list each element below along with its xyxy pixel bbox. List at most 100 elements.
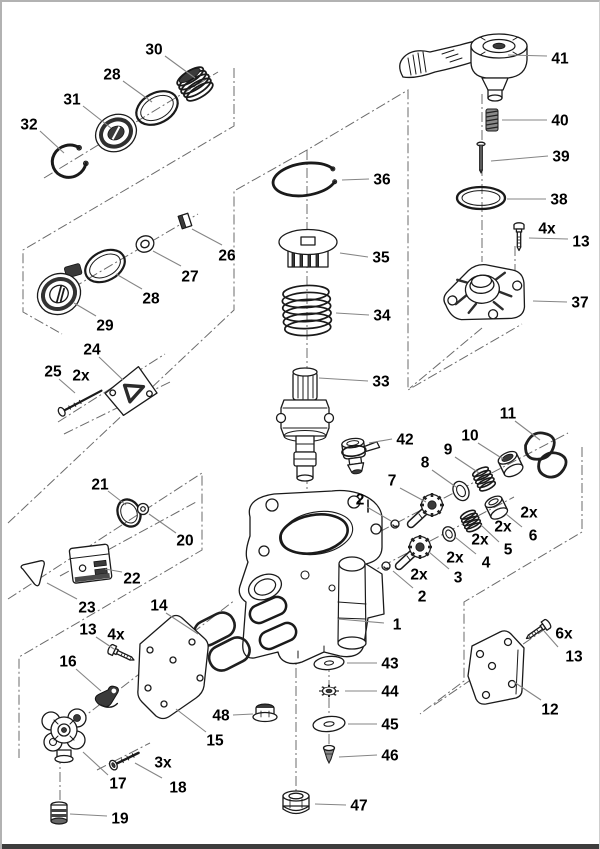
callout-37: 37 — [571, 295, 588, 312]
qty-label-2x-for-4: 2x — [471, 532, 489, 549]
callout-16: 16 — [59, 654, 77, 671]
callout-36: 36 — [373, 172, 391, 189]
part-39-screw-thin — [476, 141, 486, 174]
leader-line-25 — [58, 378, 76, 394]
leader-line-5 — [480, 524, 500, 543]
part-27-washer — [135, 235, 155, 253]
callout-45: 45 — [381, 717, 399, 734]
callout-23: 23 — [78, 600, 96, 617]
part-26-square-nut — [177, 212, 193, 230]
part-40-spring-small — [485, 108, 499, 132]
leader-line-21 — [107, 490, 127, 506]
part-31-cap — [94, 113, 138, 153]
part-42-drain-valve — [341, 437, 381, 475]
leader-line-8 — [431, 469, 457, 488]
callout-5: 5 — [504, 542, 513, 559]
part-3-gear-shaft — [394, 535, 432, 571]
leader-lines — [39, 54, 569, 817]
part-10-seal-cup — [497, 450, 524, 478]
leader-line-4 — [454, 536, 477, 555]
phantom-line — [43, 71, 219, 179]
callout-46: 46 — [381, 748, 399, 765]
leader-line-47 — [314, 803, 347, 806]
leader-line-28 — [122, 80, 153, 103]
part-28-o-ring-top — [135, 90, 179, 126]
leader-line-10 — [477, 442, 504, 460]
leader-line-6 — [505, 513, 523, 528]
bottom-bar — [2, 844, 599, 849]
leader-line-37 — [532, 300, 568, 303]
phantom-line — [7, 472, 203, 758]
callout-14: 14 — [150, 598, 168, 615]
part-19-plug — [50, 801, 68, 825]
part-1-pump-housing — [238, 489, 385, 665]
leader-line-28 — [115, 273, 143, 290]
part-37-flange — [443, 263, 526, 321]
part-29-knob-cap — [36, 263, 83, 316]
callout-25: 25 — [44, 364, 62, 381]
callout-12: 12 — [541, 702, 558, 719]
part-30-spring-coupling — [176, 66, 214, 102]
callout-26: 26 — [218, 248, 236, 265]
leader-line-9 — [454, 456, 480, 474]
part-4-washer — [442, 526, 456, 542]
leader-line-17 — [82, 751, 109, 776]
leader-line-39 — [490, 155, 549, 162]
phantom-line — [409, 327, 483, 389]
callout-48: 48 — [212, 708, 230, 725]
leader-line-14 — [165, 612, 199, 635]
callout-41: 41 — [551, 51, 569, 68]
leader-line-42 — [368, 438, 393, 444]
callout-15: 15 — [206, 733, 224, 750]
callout-35: 35 — [372, 250, 390, 267]
leader-line-1 — [337, 618, 385, 624]
phantom-line — [433, 624, 552, 706]
qty-label-2x-for-3: 2x — [446, 550, 464, 567]
callout-13: 13 — [565, 649, 583, 666]
callout-1: 1 — [393, 617, 402, 634]
callout-30: 30 — [145, 42, 162, 59]
part-28-o-ring-lower — [84, 248, 126, 284]
part-13-screw-right — [522, 617, 553, 644]
part-47-flange-nut — [282, 790, 310, 815]
callout-13: 13 — [79, 622, 97, 639]
part-11-double-gasket — [524, 431, 568, 479]
part-23-triangle-seal — [20, 560, 45, 587]
callout-20: 20 — [176, 533, 193, 550]
qty-label-3x-for-18: 3x — [154, 755, 172, 772]
qty-label-2x-for-5: 2x — [494, 519, 512, 536]
part-36-snap-ring-large — [271, 161, 338, 198]
leader-line-27 — [152, 250, 182, 267]
callout-32: 32 — [20, 117, 37, 134]
part-6-seal-cup — [484, 495, 509, 520]
part-drawings — [20, 33, 568, 825]
callout-29: 29 — [96, 318, 114, 335]
part-38-o-ring — [455, 185, 507, 211]
callout-2: 2 — [356, 492, 365, 509]
qty-label-2x-for-25: 2x — [72, 368, 90, 385]
callout-27: 27 — [181, 269, 198, 286]
part-15-backplate — [137, 614, 209, 720]
part-7-gear-shaft — [406, 493, 444, 529]
part-43-washer — [313, 655, 345, 671]
leader-line-41 — [507, 54, 548, 57]
leader-line-31 — [82, 105, 112, 129]
part-41-handle — [399, 33, 528, 102]
callout-47: 47 — [350, 798, 367, 815]
part-9-spring — [471, 466, 497, 492]
part-5-spring — [459, 509, 483, 533]
callout-11: 11 — [500, 406, 517, 423]
leader-line-26 — [191, 228, 223, 246]
qty-label-2x-for-2: 2x — [410, 567, 428, 584]
leader-line-35 — [339, 252, 369, 258]
callout-33: 33 — [372, 374, 390, 391]
leader-line-16 — [75, 668, 102, 692]
part-45-washer — [312, 715, 346, 733]
callout-24: 24 — [83, 342, 101, 359]
leader-line-3 — [428, 551, 450, 570]
part-44-star-washer — [319, 684, 339, 698]
callout-7: 7 — [388, 473, 397, 490]
leader-line-29 — [73, 302, 97, 317]
